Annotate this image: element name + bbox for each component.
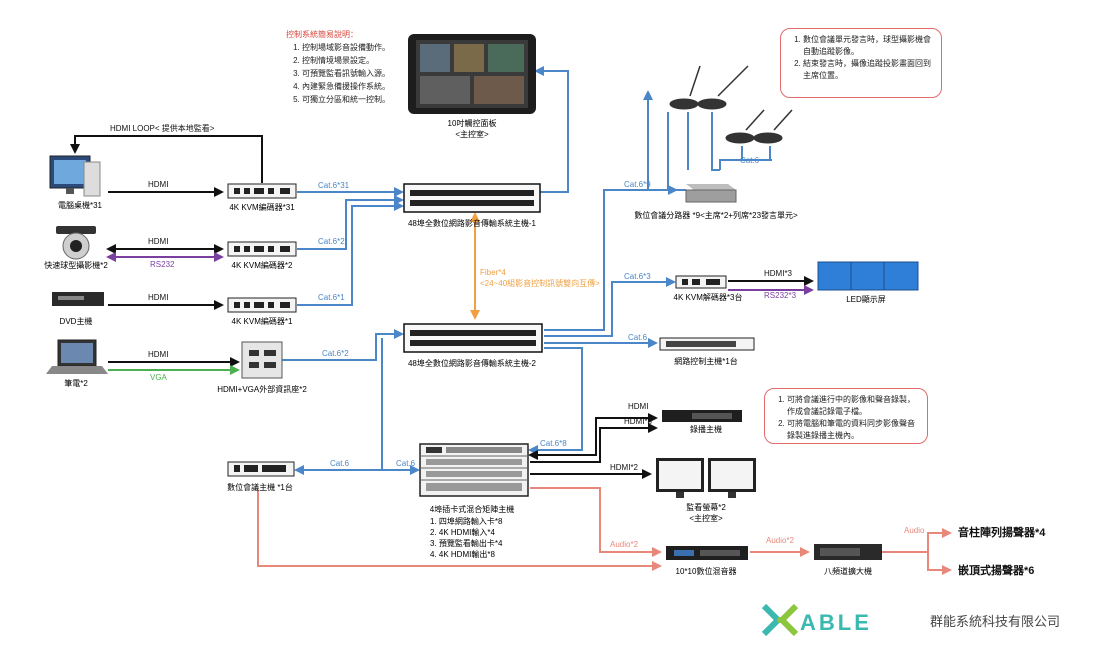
amp-label: 八頻道擴大機 [824,566,872,576]
callout-mic-item: 結束發言時，攝像追蹤投影畫面回到主席位置。 [803,58,933,82]
host1-device [403,183,541,213]
mixer-device [666,546,748,560]
pc-icon [49,155,101,197]
hdmi-label-pc: HDMI [148,180,168,189]
callout-recorder: 可將會議進行中的影像和聲音錄製，作成會議記錄電子檔。 可將電腦和筆電的資料同步影… [764,388,928,444]
amp-device [814,544,882,560]
cat6-matrix-label: Cat.6 [396,459,416,468]
intro-item: 可預覽監看訊號輸入源。 [302,67,406,80]
callout-rec-item: 可將會議進行中的影像和聲音錄製，作成會議記錄電子檔。 [787,394,919,418]
hdmi3-led-label: HDMI*3 [764,269,793,278]
cat6-2-label: Cat.6*2 [318,237,345,246]
kvm1-label: 4K KVM編碼器*1 [232,316,293,326]
wallplate-device [241,341,283,379]
recorder-device [662,410,742,422]
matrix-label: 4埠插卡式混合矩陣主機 [430,504,514,514]
conf-splitter-device [685,184,737,203]
cat6-2b-label: Cat.6*2 [322,349,349,358]
recorder-label: 錄播主機 [690,424,722,434]
hdmi-label-laptop: HDMI [148,350,168,359]
touch-panel-label: 10吋觸控面板 [448,118,497,128]
callout-mic-item: 數位會議單元發言時，球型攝影機會自動追蹤影像。 [803,34,933,58]
host2-label: 48埠全數位網路影音傳輸系統主機-2 [408,358,537,368]
camera-icon [56,226,96,260]
monitors-sublabel: <主控室> [689,513,723,523]
intro-notes: 控制系統簡易說明： 控制場域影音設備動作。 控制情境場景設定。 可預覽監看訊號輸… [286,28,406,106]
cat6-netctrl-label: Cat.6 [628,333,648,342]
cat6-mics-label: Cat.6 [740,156,760,165]
column-speaker-label: 音柱陣列揚聲器*4 [958,525,1046,539]
cat6-31-label: Cat.6*31 [318,181,350,190]
camera-label: 快速球型攝影機*2 [44,260,108,270]
rs232-label: RS232 [150,260,175,269]
intro-item: 可獨立分區和統一控制。 [302,93,406,106]
conf-splitter-label: 數位會議分路器 *9<主席*2+列席*23發言單元> [634,210,798,220]
cat6-9-label: Cat.6*9 [624,180,651,189]
mic-units [669,65,793,144]
rs232-3-label: RS232*3 [764,291,797,300]
hdmi-label-dvd: HDMI [148,293,168,302]
mixer-label: 10*10數位混音器 [676,566,737,576]
callout-rec-item: 可將電腦和筆電的資料同步影像聲音錄製進錄播主機內。 [787,418,919,442]
fiber-label: Fiber*4 [480,268,506,277]
matrix-list-item: 1. 四埠網路輸入卡*8 [430,516,503,526]
net-ctrl-device [659,337,755,351]
kvm-decoder-label: 4K KVM解碼器*3台 [674,292,743,302]
dvd-icon [52,292,104,306]
touch-panel-sublabel: <主控室> [455,129,489,139]
wallplate-label: HDMI+VGA外部資訊座*2 [217,384,307,394]
matrix-device [419,443,529,497]
vga-label: VGA [150,373,168,382]
audio2a-label: Audio*2 [610,540,639,549]
host1-label: 48埠全數位網路影音傳輸系統主機-1 [408,218,537,228]
laptop-icon [46,339,108,374]
host2-device [403,323,543,353]
connections [70,66,952,575]
kvm-decoder-device [675,275,727,289]
audio-label: Audio [904,526,925,535]
matrix-list: 1. 四埠網路輸入卡*8 2. 4K HDMI輸入*4 3. 預覽監看輸出卡*4… [430,516,503,559]
intro-item: 內建緊急備援操作系統。 [302,80,406,93]
intro-item: 控制場域影音設備動作。 [302,41,406,54]
cat6-8-label: Cat.6*8 [540,439,567,448]
monitors-label: 監看螢幕*2 [686,502,726,512]
cat6-3-label: Cat.6*3 [624,272,651,281]
company-name: 群能系統科技有限公司 [930,614,1060,629]
conf-host-label: 數位會議主機 *1台 [227,482,293,492]
fiber-sub-label: <24~40組影音控制訊號雙向互傳> [480,278,600,288]
kvm2-device [227,241,297,257]
kvm31-label: 4K KVM編碼器*31 [229,202,295,212]
touch-panel [408,34,536,114]
net-ctrl-label: 網路控制主機*1台 [674,356,738,366]
conf-host-device [227,461,295,477]
kvm2-label: 4K KVM編碼器*2 [232,260,293,270]
cat6-conf-label: Cat.6 [330,459,350,468]
ceiling-speaker-label: 嵌頂式揚聲器*6 [958,563,1034,577]
hdmi-loop-label: HDMI LOOP< 提供本地監看> [110,123,215,133]
cat6-1-label: Cat.6*1 [318,293,345,302]
hdmi-rec-label: HDMI [628,402,648,411]
matrix-list-item: 3. 預覽監看輸出卡*4 [430,538,503,548]
callout-mic: 數位會議單元發言時，球型攝影機會自動追蹤影像。 結束發言時，攝像追蹤投影畫面回到… [780,28,942,98]
monitors-device [656,458,756,498]
logo-text: ABLE [800,610,872,635]
pc-label: 電腦桌機*31 [58,200,103,210]
matrix-list-item: 2. 4K HDMI輸入*4 [430,527,495,537]
intro-title: 控制系統簡易說明： [286,30,358,39]
audio2b-label: Audio*2 [766,536,795,545]
hdmi3-rec-label: HDMI*3 [624,417,653,426]
brand-logo: ABLE [761,603,872,637]
led-wall [817,261,919,291]
link-labels: HDMI LOOP< 提供本地監看> HDMI HDMI RS232 HDMI … [110,123,925,549]
kvm31-device [227,183,297,199]
hdmi2-label: HDMI*2 [610,463,639,472]
laptop-label: 筆電*2 [64,378,88,388]
dvd-label: DVD主機 [60,316,93,326]
matrix-list-item: 4. 4K HDMI輸出*8 [430,549,495,559]
kvm1-device [227,297,297,313]
intro-item: 控制情境場景設定。 [302,54,406,67]
hdmi-label-camera: HDMI [148,237,168,246]
led-label: LED顯示屏 [846,295,886,304]
